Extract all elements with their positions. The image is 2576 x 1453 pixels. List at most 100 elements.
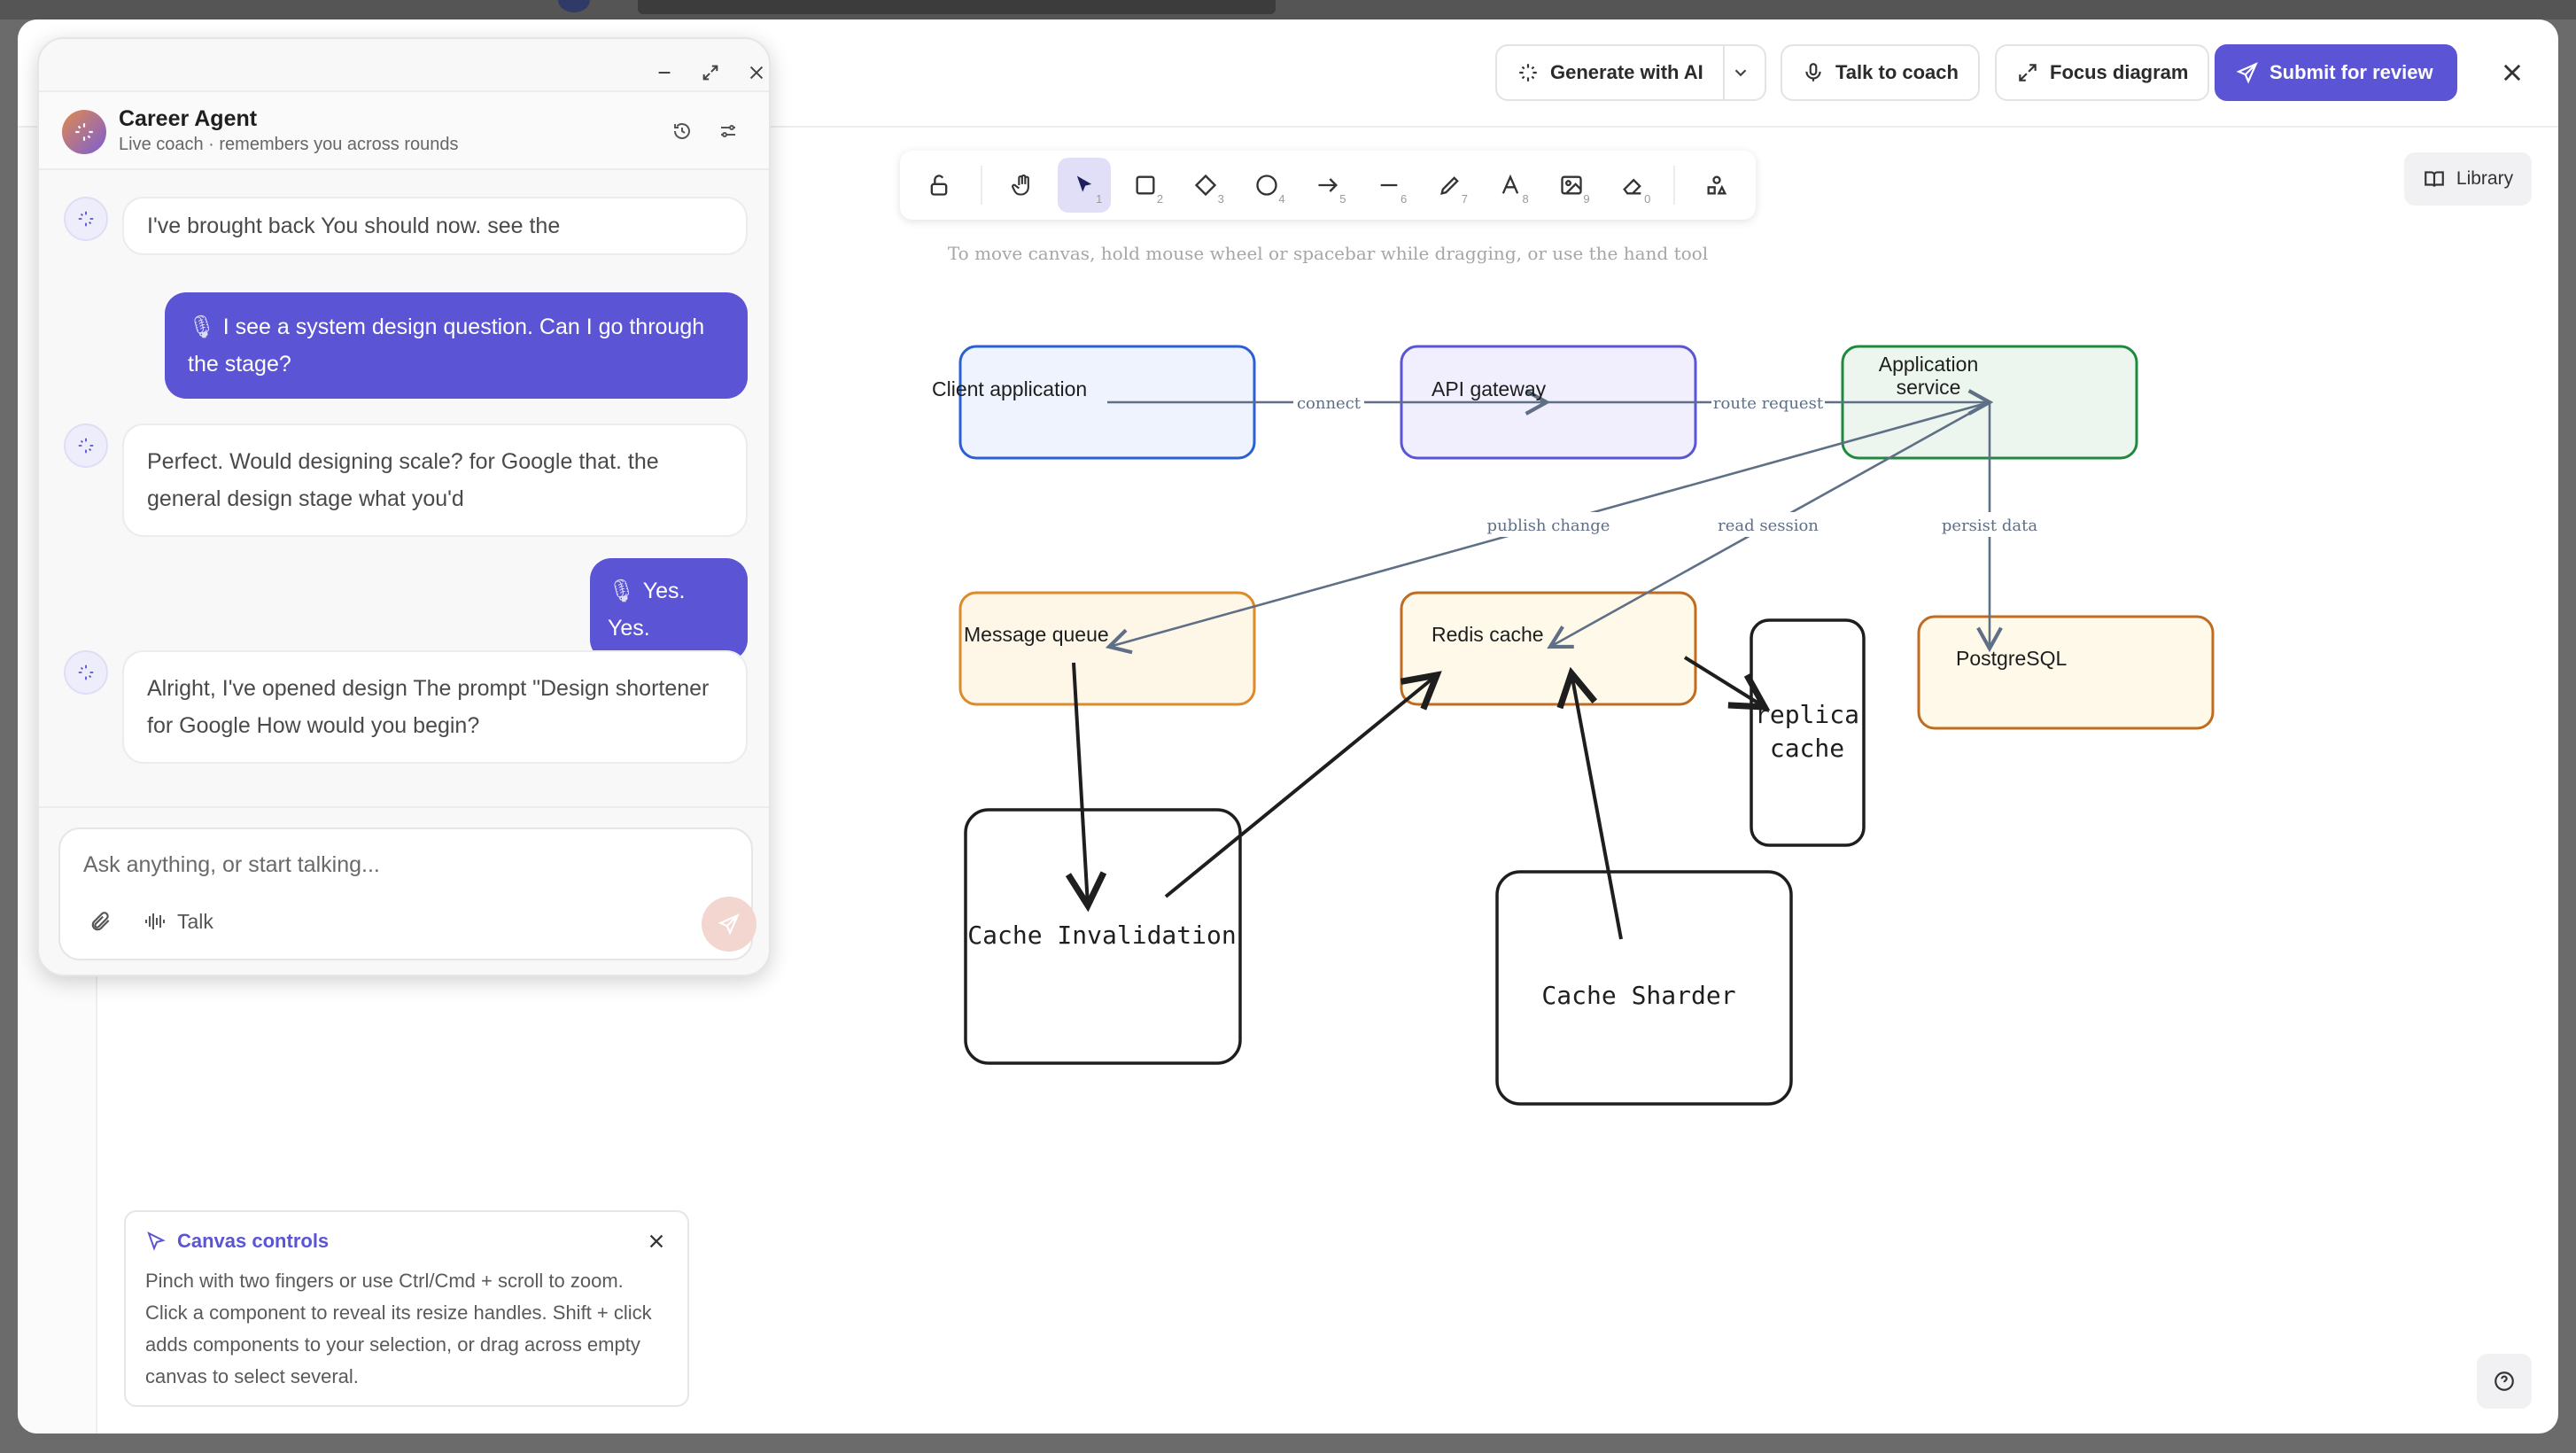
ai-message-bubble: Alright, I've opened design The prompt "… bbox=[122, 650, 748, 764]
user-message-bubble: 🎙I see a system design question. Can I g… bbox=[165, 292, 748, 399]
node-redis-cache[interactable] bbox=[1400, 591, 1697, 706]
edge-label-connect: connect bbox=[1297, 394, 1362, 413]
ai-message-bubble: Perfect. Would designing scale? for Goog… bbox=[122, 423, 748, 537]
tool-line[interactable]: 6 bbox=[1362, 158, 1416, 213]
drawing-toolbar: 1 2 3 4 5 6 7 8 9 0 bbox=[900, 151, 1756, 220]
tool-arrow[interactable]: 5 bbox=[1301, 158, 1355, 213]
background-logo bbox=[558, 0, 590, 12]
label-message-queue: Message queue bbox=[964, 623, 1109, 646]
tool-ellipse[interactable]: 4 bbox=[1240, 158, 1294, 213]
tool-shortcut: 7 bbox=[1461, 192, 1468, 206]
tool-eraser[interactable]: 0 bbox=[1606, 158, 1660, 213]
tool-pencil[interactable]: 7 bbox=[1423, 158, 1477, 213]
paperclip-icon bbox=[91, 912, 110, 931]
edge-label-route-request: route request bbox=[1713, 394, 1824, 413]
attach-button[interactable] bbox=[83, 904, 119, 939]
toolbar-divider bbox=[1673, 166, 1676, 205]
ellipse-icon bbox=[1256, 175, 1277, 196]
ai-message-icon bbox=[64, 423, 108, 468]
text-icon bbox=[1502, 174, 1519, 194]
canvas-controls-title: Canvas controls bbox=[177, 1230, 330, 1252]
sparkle-icon bbox=[78, 664, 94, 680]
edge-queue-to-invalidation[interactable] bbox=[1065, 662, 1107, 913]
generate-with-ai-button[interactable]: Generate with AI bbox=[1495, 44, 1725, 101]
edge-invalidation-to-redis[interactable] bbox=[1164, 671, 1442, 898]
label-replica-line2: cache bbox=[1770, 734, 1844, 763]
edge-label-bg bbox=[1715, 512, 1819, 537]
send-icon bbox=[2236, 62, 2258, 84]
pointer-icon bbox=[1076, 175, 1092, 192]
user-message-text: I see a system design question. Can I go… bbox=[188, 315, 705, 377]
label-cache-invalidation: Cache Invalidation bbox=[967, 921, 1236, 950]
arrow-right-icon bbox=[1318, 178, 1338, 192]
ai-message-icon bbox=[64, 197, 108, 241]
background-app-strip bbox=[0, 0, 2576, 19]
close-icon bbox=[2503, 64, 2521, 82]
submit-label: Submit for review bbox=[2270, 61, 2433, 83]
chat-input[interactable] bbox=[83, 845, 703, 884]
expand-icon bbox=[2019, 64, 2037, 82]
label-client-application: Client application bbox=[932, 377, 1087, 400]
close-canvas-controls-button[interactable] bbox=[643, 1228, 670, 1255]
edge-sharder-to-redis[interactable] bbox=[1556, 666, 1623, 940]
tool-diamond[interactable]: 3 bbox=[1179, 158, 1233, 213]
library-button[interactable]: Library bbox=[2404, 152, 2532, 206]
tool-lock[interactable] bbox=[912, 158, 966, 213]
tool-select[interactable]: 1 bbox=[1057, 158, 1112, 213]
node-cache-sharder[interactable] bbox=[1495, 870, 1793, 1106]
close-chat-button[interactable] bbox=[739, 55, 769, 90]
waveform-icon bbox=[145, 913, 165, 929]
book-icon bbox=[2425, 171, 2444, 187]
close-editor-button[interactable] bbox=[2495, 55, 2530, 90]
edge-label-bg bbox=[1293, 390, 1364, 415]
edge-redis-to-replica[interactable] bbox=[1683, 656, 1771, 711]
tool-shortcut: 3 bbox=[1217, 192, 1224, 206]
talk-to-coach-button[interactable]: Talk to coach bbox=[1781, 44, 1980, 101]
tool-more-shapes[interactable] bbox=[1689, 158, 1743, 213]
minimize-chat-button[interactable] bbox=[647, 55, 682, 90]
settings-button[interactable] bbox=[710, 113, 746, 149]
tool-hand[interactable] bbox=[997, 158, 1051, 213]
label-redis-cache: Redis cache bbox=[1432, 623, 1544, 646]
tool-rectangle[interactable]: 2 bbox=[1118, 158, 1172, 213]
tool-shortcut: 0 bbox=[1644, 192, 1651, 206]
canvas-controls-body: Pinch with two fingers or use Ctrl/Cmd +… bbox=[145, 1270, 652, 1387]
help-button[interactable] bbox=[2477, 1354, 2532, 1409]
expand-chat-button[interactable] bbox=[693, 55, 728, 90]
focus-diagram-button[interactable]: Focus diagram bbox=[1995, 44, 2210, 101]
line-icon bbox=[1380, 183, 1398, 187]
send-message-button[interactable] bbox=[702, 897, 757, 952]
hand-icon bbox=[1012, 174, 1030, 196]
agent-avatar bbox=[62, 110, 106, 154]
toolbar-divider bbox=[980, 166, 982, 205]
node-cache-invalidation[interactable] bbox=[964, 808, 1242, 1065]
tool-shortcut: 4 bbox=[1278, 192, 1285, 206]
node-replica-cache[interactable] bbox=[1750, 618, 1866, 847]
rectangle-icon bbox=[1136, 175, 1155, 195]
tool-shortcut: 5 bbox=[1339, 192, 1346, 206]
label-application-service-line1: Application bbox=[1879, 353, 1979, 376]
tool-text[interactable]: 8 bbox=[1484, 158, 1538, 213]
generate-label: Generate with AI bbox=[1550, 61, 1703, 83]
talk-button[interactable]: Talk bbox=[144, 905, 213, 937]
send-icon bbox=[718, 913, 740, 936]
help-icon bbox=[2495, 1371, 2514, 1391]
agent-name: Career Agent bbox=[119, 106, 258, 131]
diamond-icon bbox=[1195, 174, 1217, 197]
ai-message-bubble: I've brought back You should now. see th… bbox=[122, 197, 748, 255]
canvas-hint: To move canvas, hold mouse wheel or spac… bbox=[947, 243, 1709, 264]
label-api-gateway: API gateway bbox=[1432, 377, 1547, 400]
sliders-icon bbox=[721, 125, 735, 137]
microphone-icon: 🎙 bbox=[608, 579, 636, 603]
node-postgresql[interactable] bbox=[1917, 615, 2215, 730]
tool-shortcut: 8 bbox=[1522, 192, 1529, 206]
editor-topbar: Generate with AI Talk to coach Focus dia… bbox=[18, 19, 2558, 128]
close-icon bbox=[749, 66, 764, 80]
chat-header: Career Agent Live coach · remembers you … bbox=[39, 90, 769, 170]
submit-for-review-button[interactable]: Submit for review bbox=[2215, 44, 2457, 101]
generate-options-dropdown[interactable] bbox=[1717, 44, 1766, 101]
history-button[interactable] bbox=[664, 113, 700, 149]
tool-image[interactable]: 9 bbox=[1545, 158, 1599, 213]
agent-subtitle: Live coach · remembers you across rounds bbox=[119, 135, 459, 154]
node-message-queue[interactable] bbox=[958, 591, 1256, 706]
